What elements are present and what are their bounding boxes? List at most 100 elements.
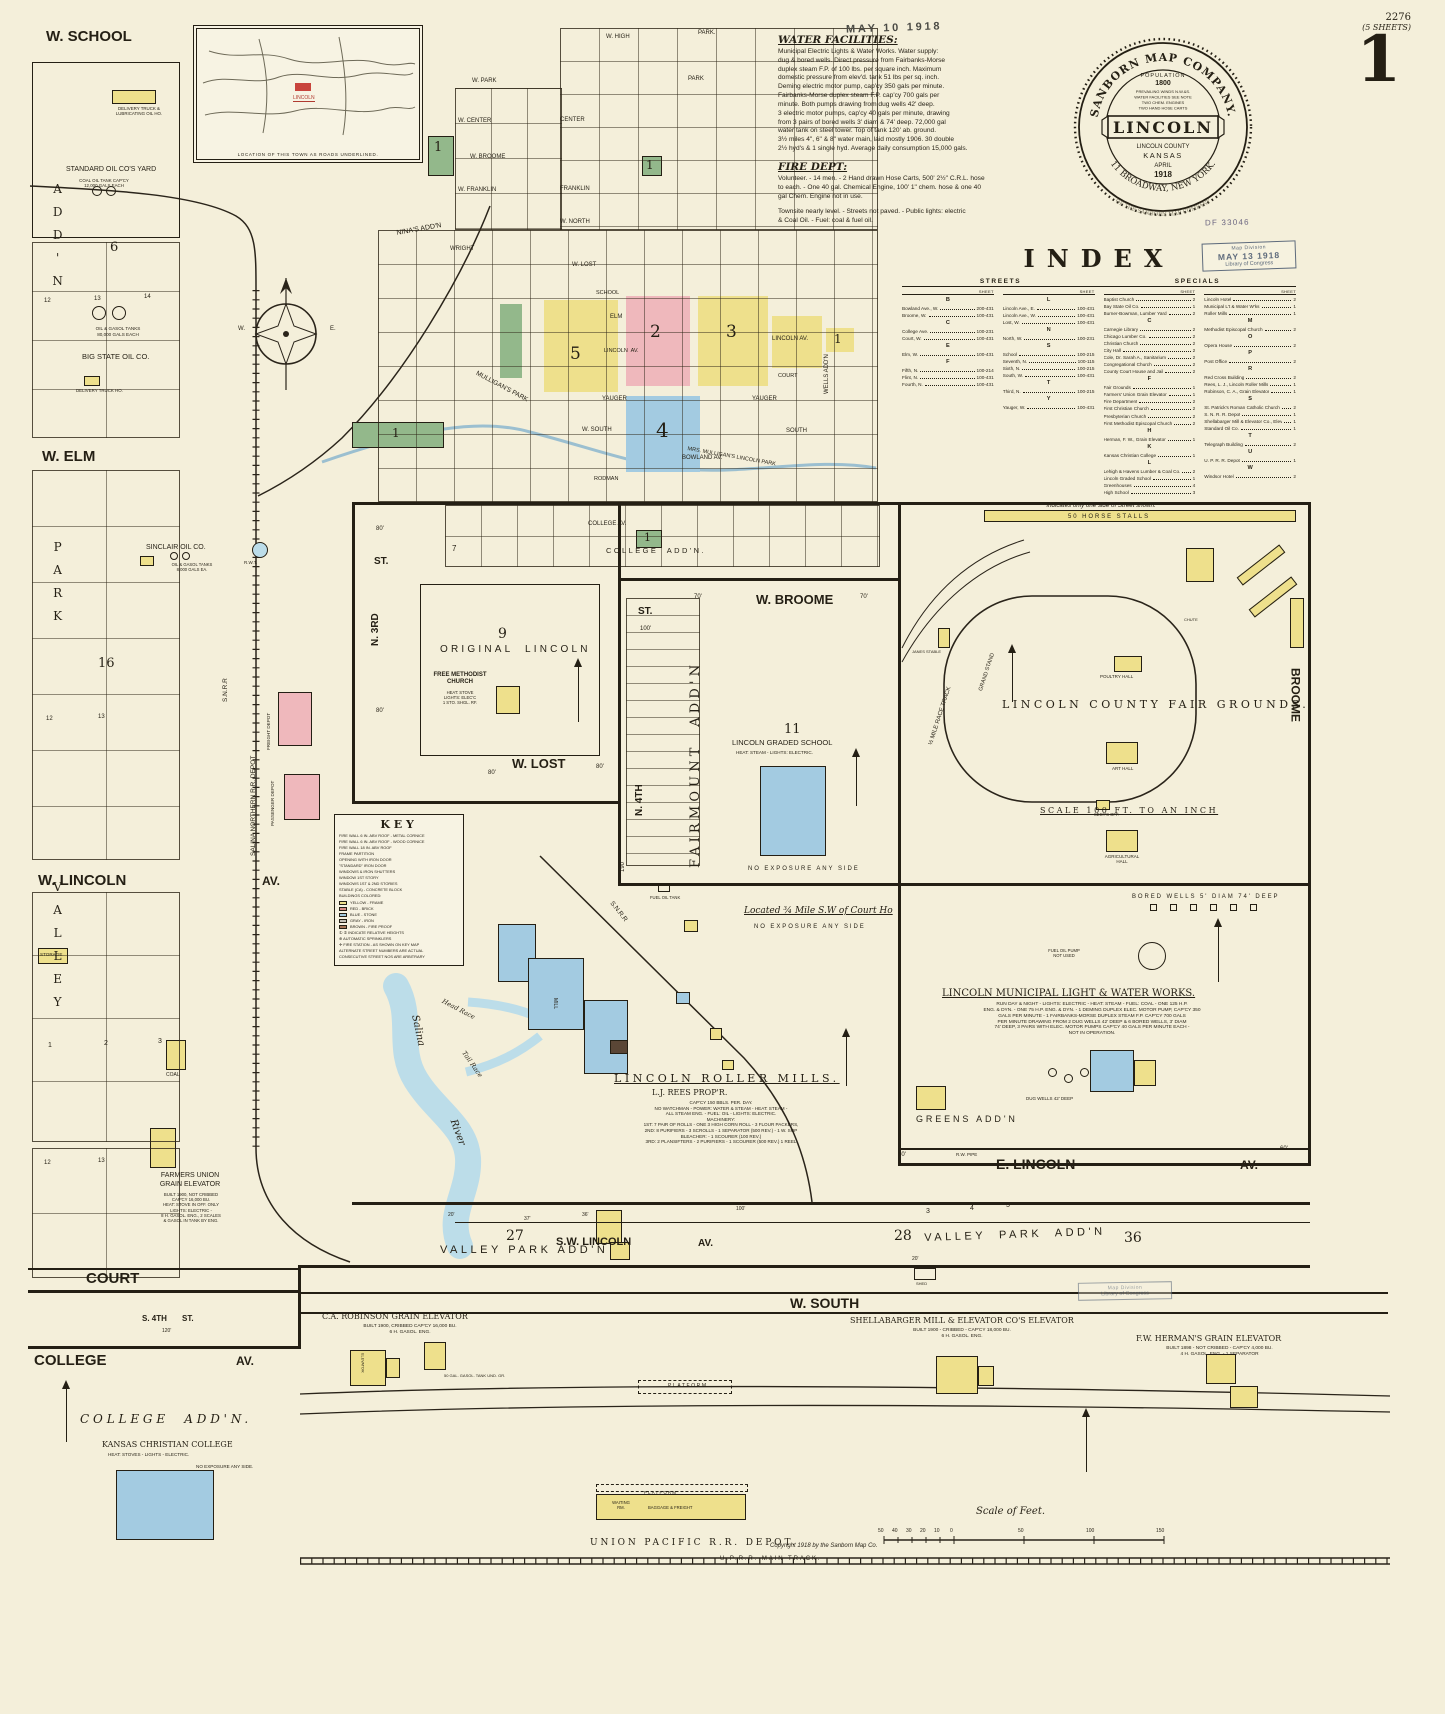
map-label: COAL <box>166 1072 180 1078</box>
accession-stamp: DF 33046 <box>1204 217 1250 228</box>
map-label: BUILT 1900, CRIBBED CAP'CY 16,000 BU. 6 … <box>363 1324 457 1335</box>
map-building <box>428 136 454 176</box>
map-label: 1 <box>48 1042 52 1049</box>
key-row: BUILDINGS COLORED: <box>339 893 382 899</box>
key-row: STABLE (CA) - CONCRETE BLOCK <box>339 887 403 893</box>
map-label: YAUGER <box>602 396 627 402</box>
map-label: STORAGE <box>40 952 63 957</box>
index-entry: South, W.100-431 <box>1002 373 1095 379</box>
index-entry: Elm, W.100-431 <box>902 352 994 357</box>
map-label: 27 <box>506 1228 524 1244</box>
map-label: WAITING RM. <box>612 1500 630 1511</box>
key-row: GRAY - IRON <box>339 918 459 924</box>
district-boundary-line <box>898 1163 1311 1166</box>
map-label: 13 <box>94 296 101 302</box>
key-row: RED - BRICK <box>339 906 459 912</box>
sanborn-seal: SANBORN MAP COMPANY. 11 BROADWAY, NEW YO… <box>1073 37 1253 218</box>
map-building <box>1150 904 1157 911</box>
map-label: FUEL OIL PUMP NOT USED <box>1048 948 1080 959</box>
inset-roads <box>202 36 416 136</box>
key-row: OPENING WITH IRON DOOR <box>339 857 392 863</box>
town-plat-grid <box>378 230 878 502</box>
map-label: C.A. ROBINSON GRAIN ELEVATOR <box>322 1312 468 1321</box>
tail-race <box>464 1032 543 1077</box>
map-building <box>1290 598 1304 648</box>
district-boundary-line <box>352 801 621 804</box>
index-entry: Standard Oil Co.1 <box>1204 426 1296 432</box>
index-footnote: * Indicates only one side of Street show… <box>1042 501 1156 509</box>
map-label: ST. <box>374 556 389 567</box>
map-label: W. SCHOOL <box>46 28 132 45</box>
map-label: SHED <box>916 1281 928 1286</box>
map-label: 80' <box>376 526 384 532</box>
location-inset-map: LINCOLN LOCATION OF THIS TOWN AS ROADS U… <box>196 28 420 160</box>
index-entry: Bay State Oil Co.1 <box>1103 304 1196 310</box>
map-label: River <box>447 1118 468 1148</box>
map-label: 20' <box>912 1256 919 1262</box>
seal-note-4: TWO HAND HOSE CARTS <box>1139 106 1188 111</box>
map-label: DELIVERY TRUCK & LUBRICATING OIL HO. <box>115 106 163 117</box>
map-label: 4 <box>656 418 669 442</box>
map-label: AV. <box>262 874 281 888</box>
map-label: 28 <box>894 1228 912 1244</box>
map-building <box>1064 1074 1073 1083</box>
map-building <box>1250 904 1257 911</box>
map-label: ADD'N <box>50 182 65 297</box>
map-label: 60' <box>1280 1146 1288 1152</box>
map-building <box>528 958 584 1030</box>
map-label: PARK <box>50 540 65 632</box>
map-label: PLATFORM <box>668 1383 708 1389</box>
map-label: 10 <box>934 1528 940 1534</box>
seal-scalloped-ring <box>1073 37 1253 217</box>
map-label: LINCOLN AV. <box>772 336 809 342</box>
map-label: W. PARK <box>472 78 497 84</box>
map-label: Tail Race <box>460 1049 485 1079</box>
map-label: BORED WELLS 5' DIAM 74' DEEP <box>1132 894 1280 900</box>
map-label: WRIGHT <box>450 246 475 252</box>
map-label: F.W. HERMAN'S GRAIN ELEVATOR <box>1136 1334 1282 1343</box>
map-label: 50 <box>1018 1528 1024 1534</box>
north-arrow-icon <box>574 658 582 722</box>
map-label: 37' <box>524 1216 531 1222</box>
map-building <box>584 1000 628 1074</box>
map-label: 80' <box>376 708 384 714</box>
index-specials-header: SPECIALS <box>1174 278 1221 285</box>
map-building <box>1186 548 1214 582</box>
map-label: W. <box>238 326 245 332</box>
index-entry: Sixth, N.100-215 <box>1002 366 1095 372</box>
town-plat-grid <box>32 892 180 1142</box>
index-entry: S <box>1248 396 1252 403</box>
map-label: CENTER <box>560 117 585 123</box>
plate-number: 2276 <box>1385 12 1411 23</box>
map-label: DELIVERY TRUCK HO. <box>76 388 123 393</box>
map-label: HEAT: STOVES - LIGHTS - ELECTRIC. <box>108 1452 190 1457</box>
map-label: CAP'CY 150 BBLS. PER. DAY. NO WATCHMAN -… <box>643 1100 799 1145</box>
index-entry: P <box>1248 350 1252 357</box>
map-label: 5 <box>1006 1202 1010 1209</box>
index-entry: M <box>1247 318 1253 325</box>
map-label: COLLEGE ADD'N. <box>606 546 706 555</box>
map-building <box>278 692 312 746</box>
map-label: S.W. LINCOLN <box>556 1236 632 1248</box>
north-arrow-icon <box>1214 918 1222 982</box>
district-boundary-line <box>300 1292 1388 1294</box>
map-label: RODMAN <box>594 476 619 482</box>
map-label: ST. <box>638 606 653 617</box>
town-plat-grid <box>32 242 180 438</box>
index-entry: T <box>1248 433 1252 440</box>
map-label: BUILT 1900 - CRIBBED - CAP'CY 18,000 BU.… <box>913 1328 1011 1339</box>
map-building <box>1230 904 1237 911</box>
